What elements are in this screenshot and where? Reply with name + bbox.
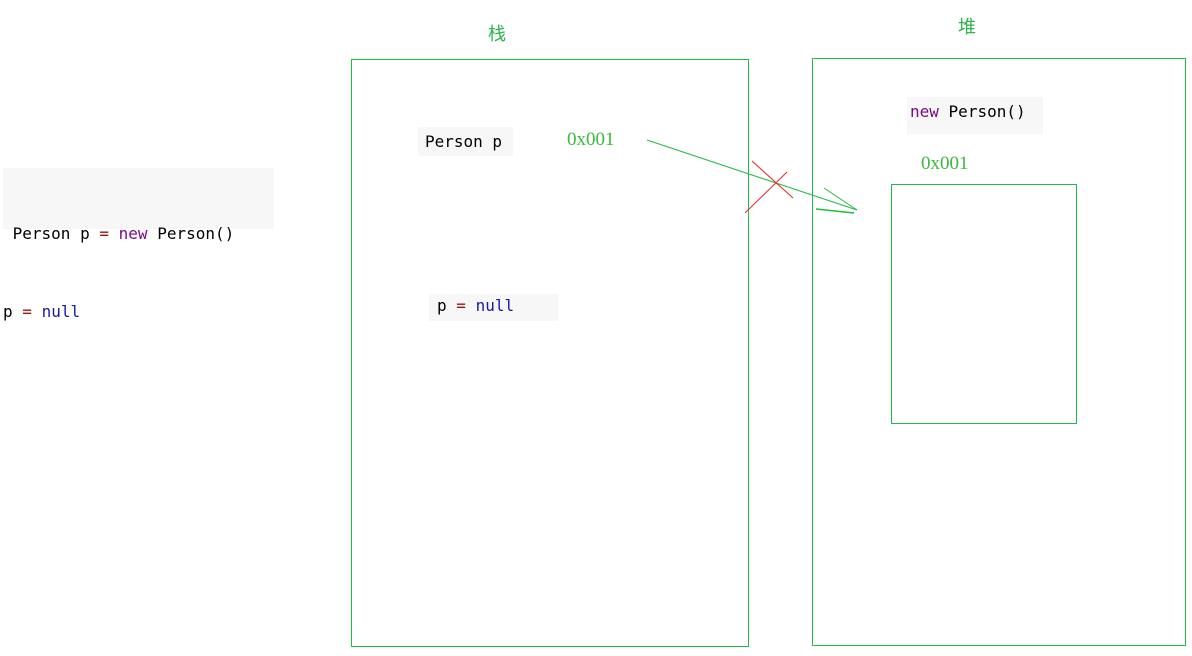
- null-token: null: [475, 296, 515, 315]
- op-token: =: [22, 302, 32, 321]
- keyword-token: new: [910, 102, 939, 121]
- heap-address: 0x001: [921, 153, 969, 174]
- op-token: =: [456, 296, 466, 315]
- ctor-token: Person(): [157, 224, 235, 243]
- code-line-1: Person p = new Person(): [3, 221, 274, 247]
- arrowhead-upper: [823, 187, 858, 211]
- var-token: p: [80, 224, 90, 243]
- person-object-box: [891, 184, 1077, 424]
- var-token: p: [437, 296, 447, 315]
- null-token: null: [41, 302, 81, 321]
- op-token: =: [99, 224, 109, 243]
- stack-address: 0x001: [567, 129, 615, 150]
- heap-box: [812, 58, 1186, 646]
- cross-mark-b: [744, 171, 788, 214]
- stack-assign-null: p = null: [429, 294, 558, 321]
- code-block: Person p = new Person() p = null: [3, 168, 274, 321]
- ctor-token: Person(): [948, 102, 1026, 121]
- heap-new-expression: new Person(): [907, 97, 1043, 134]
- stack-declaration: Person p: [418, 127, 513, 156]
- arrowhead-lower: [815, 208, 855, 214]
- type-token: Person: [12, 224, 71, 243]
- cross-mark-a: [751, 160, 794, 199]
- stack-box: [351, 59, 749, 647]
- keyword-token: new: [118, 224, 148, 243]
- var-token: p: [3, 302, 13, 321]
- decl-text: Person p: [425, 132, 503, 151]
- stack-title: 栈: [488, 24, 506, 45]
- heap-title: 堆: [958, 17, 976, 38]
- code-line-2: p = null: [3, 299, 274, 325]
- reference-arrow-line: [646, 139, 858, 211]
